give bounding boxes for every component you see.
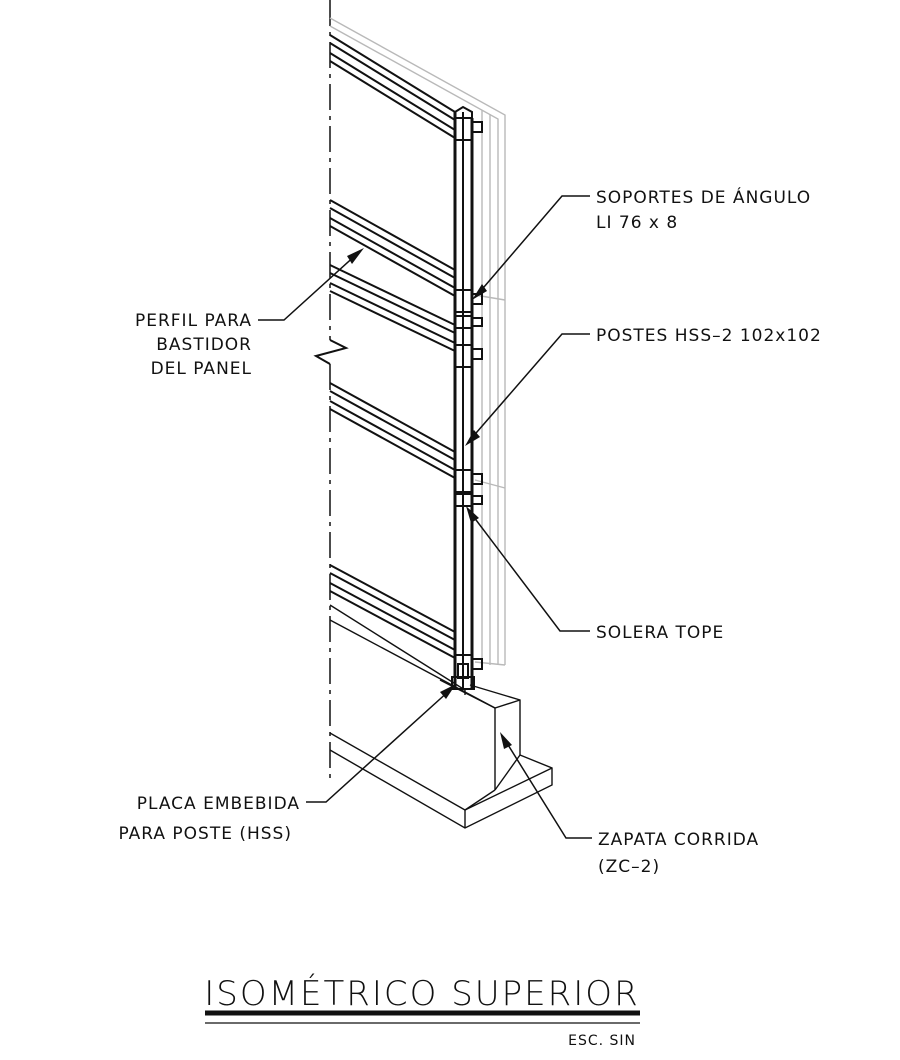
- leader-soportes: [472, 195, 590, 300]
- label-zapata-line2: (ZC–2): [598, 857, 660, 877]
- leader-zapata: [500, 732, 592, 839]
- angle-support-top: [454, 117, 483, 141]
- angle-support-2: [454, 289, 483, 329]
- label-postes: POSTES HSS–2 102x102: [596, 326, 822, 346]
- rear-panel-outline: [329, 17, 506, 666]
- frame-member-4: [329, 382, 456, 479]
- label-perfil-line3: DEL PANEL: [151, 359, 252, 379]
- label-perfil-line2: BASTIDOR: [156, 335, 252, 355]
- label-soportes-line2: LI 76 x 8: [596, 213, 678, 233]
- frame-member-2: [329, 199, 456, 297]
- frame-member-1: [329, 34, 456, 139]
- label-placa-line2: PARA POSTE (HSS): [118, 824, 292, 844]
- leader-postes: [465, 333, 590, 446]
- center-line: [313, 0, 349, 780]
- label-solera: SOLERA TOPE: [596, 623, 724, 643]
- hss-post: [453, 105, 474, 690]
- angle-support-3: [454, 344, 483, 368]
- leader-placa: [306, 684, 456, 803]
- strip-footing: [329, 604, 553, 829]
- label-perfil-line1: PERFIL PARA: [135, 311, 252, 331]
- label-soportes-line1: SOPORTES DE ÁNGULO: [596, 186, 811, 208]
- frame-member-3: [329, 264, 456, 352]
- drawing-scale: ESC. SIN: [568, 1033, 636, 1049]
- leader-solera: [466, 506, 590, 632]
- frame-member-5: [329, 564, 456, 659]
- drawing-title: ISOMÉTRICO SUPERIOR: [204, 973, 639, 1014]
- title-block: ISOMÉTRICO SUPERIOR ESC. SIN: [204, 973, 640, 1049]
- label-placa-line1: PLACA EMBEBIDA: [137, 794, 300, 814]
- label-zapata-line1: ZAPATA CORRIDA: [598, 830, 759, 850]
- angle-support-4: [454, 469, 483, 507]
- leader-perfil: [258, 248, 364, 321]
